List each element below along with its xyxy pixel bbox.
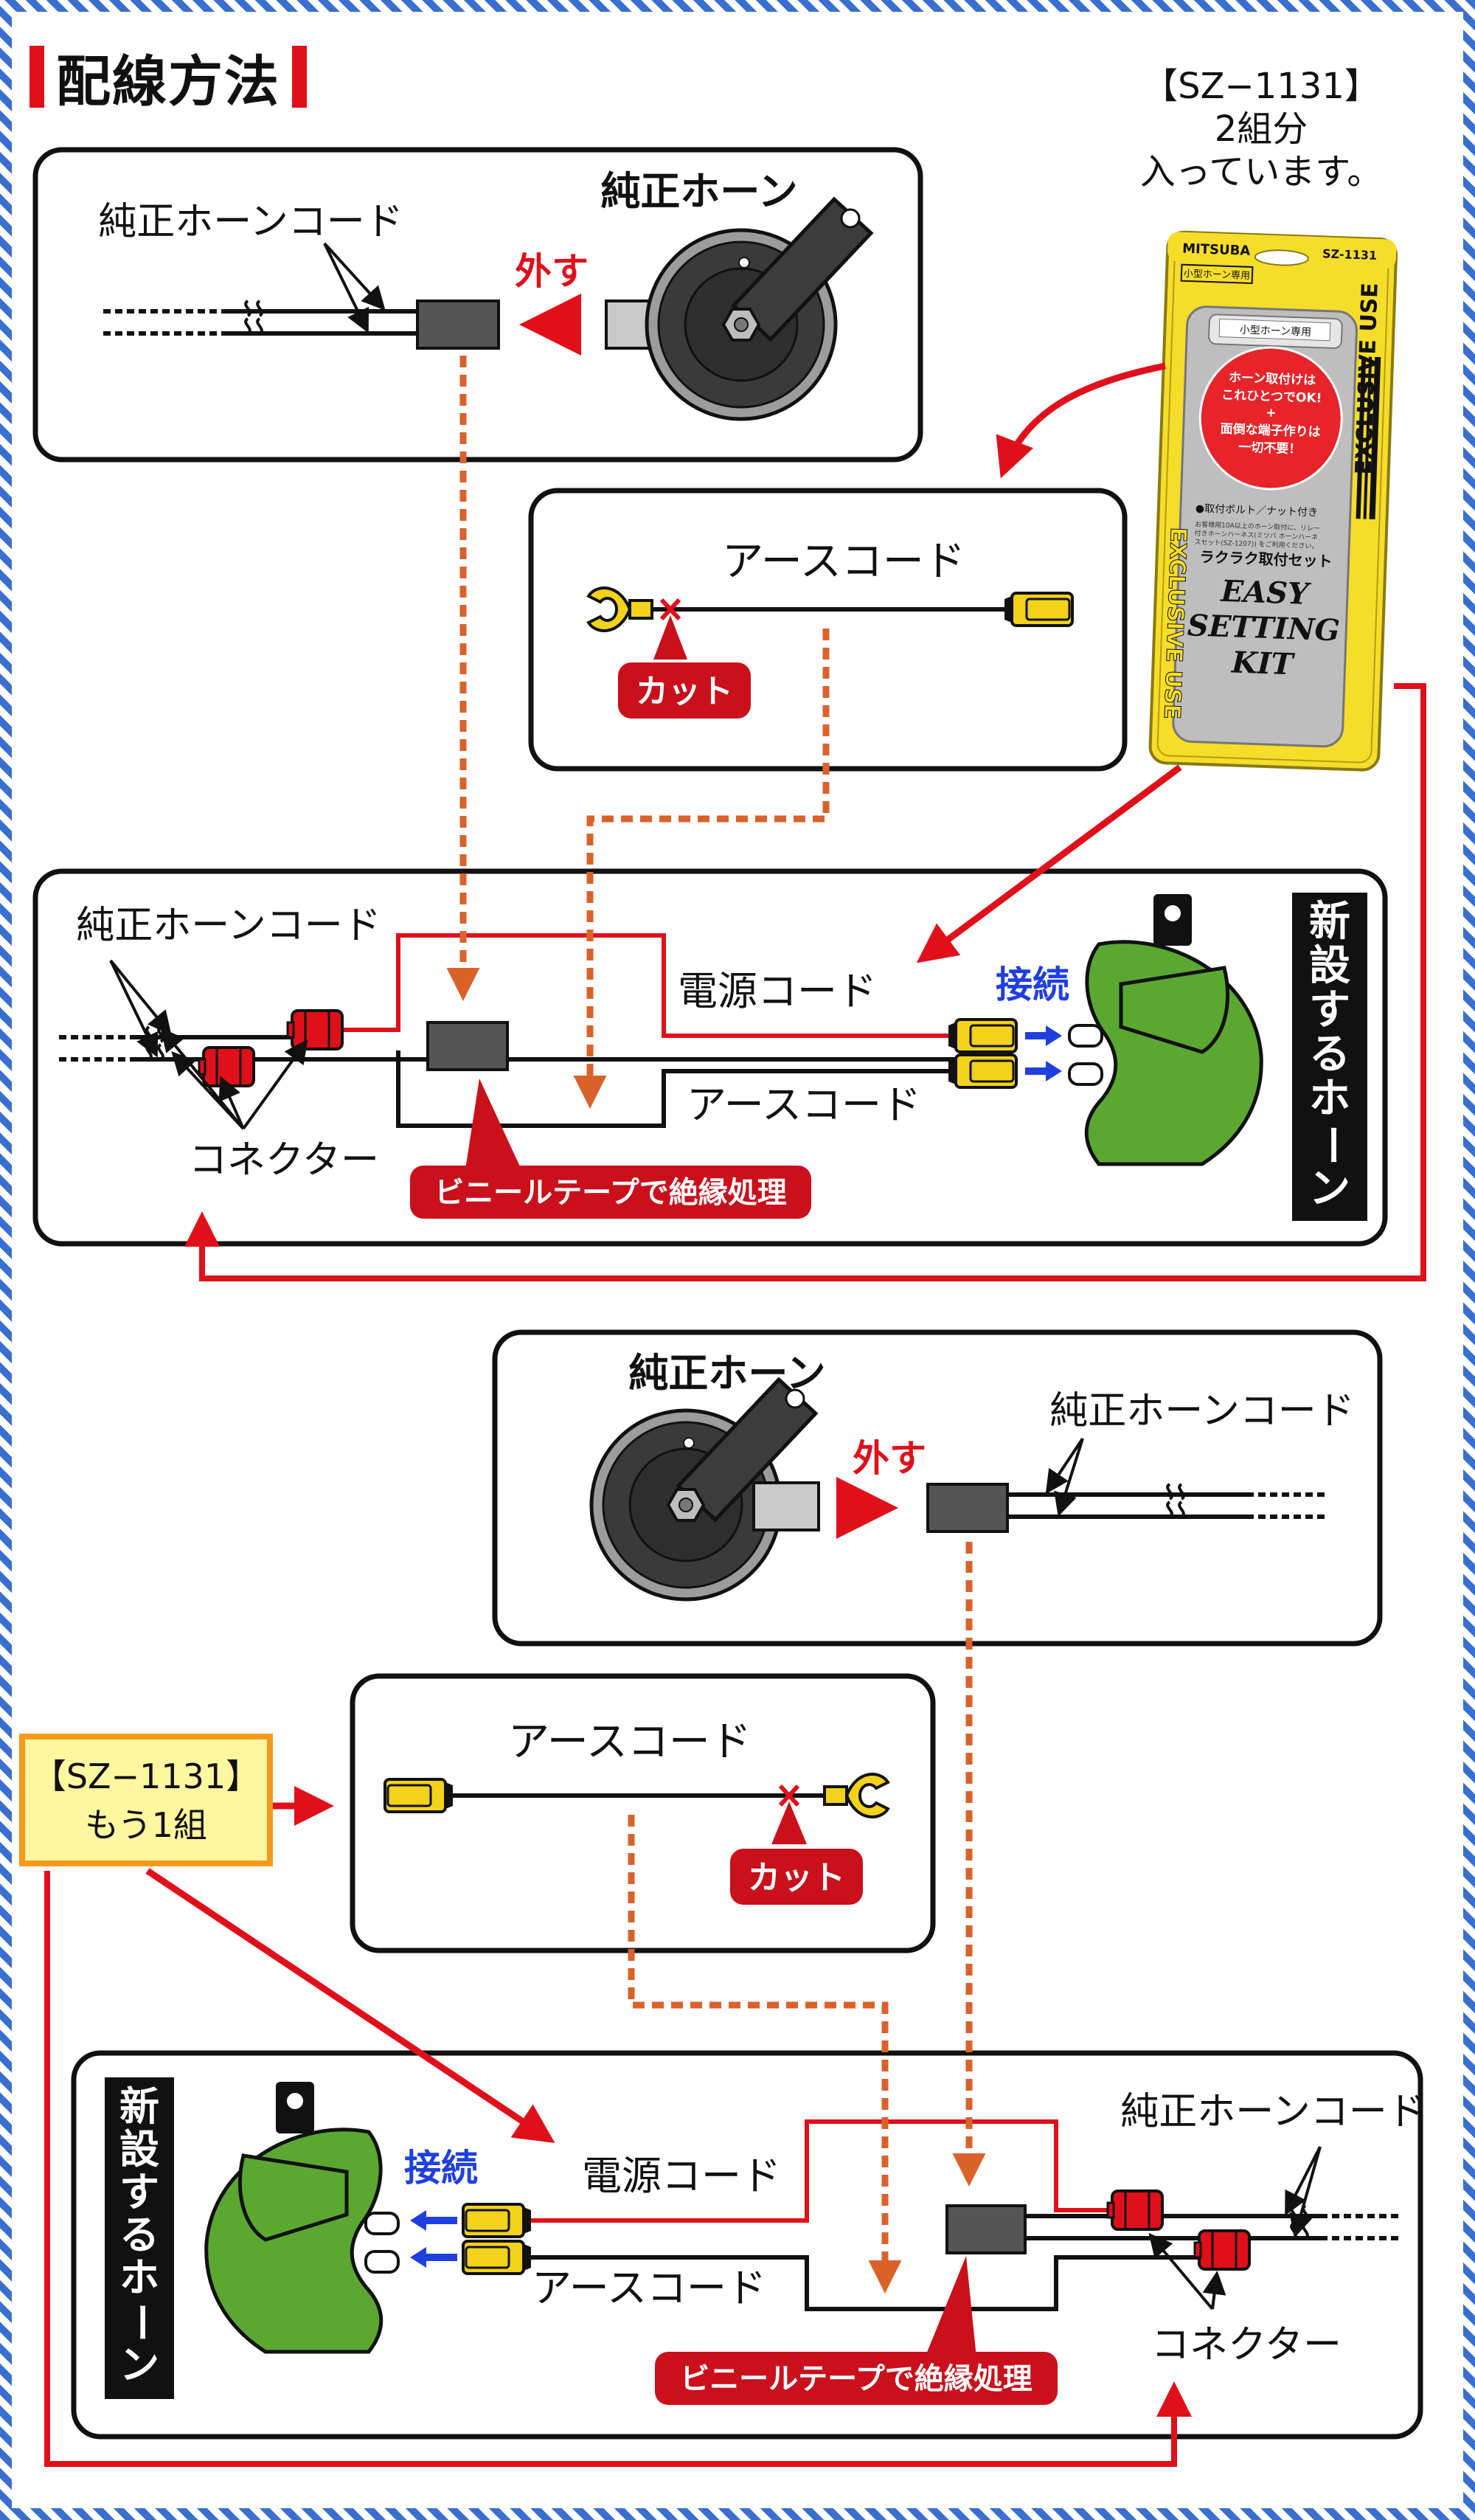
insulate-label: ビニールテープで絶縁処理 [434,1176,787,1210]
connector-icon-2 [1193,2229,1251,2271]
panel-new-horn-top: 新 設 す る ホ ー ン ビニールテープで絶縁処理 純正ホーンコード コネクタ… [32,868,1388,1247]
kit-header: 【SZ−1131】 2組分 入っています。 [1106,65,1416,193]
package-side-text-2: EXCLUSIVE USE [1159,527,1191,719]
new-horn-vertical-badge-2 [105,2077,174,2399]
power-cord-label: 電源コード [678,968,877,1014]
page-title: 配線方法 [30,43,307,114]
package-name-en-3: KIT [1230,645,1296,682]
oem-cord-label-2: 純正ホーンコード [76,904,381,948]
remove-label: 外す [515,250,589,293]
new-horn-char-b4: る [119,2212,159,2258]
new-horn-char-1: 新 [1309,898,1350,946]
new-horn-char-7: ン [1309,1165,1350,1213]
earth-cord-label-2: アースコード [687,1081,921,1128]
product-package: MITSUBA SZ-1131 小型ホーン専用 小型ホーン専用 ホーン取付けは … [1148,230,1398,772]
connect-label: 接続 [996,963,1069,1006]
title-bar-left [30,46,44,108]
title-bar-right [292,46,307,108]
cut-badge [618,662,751,719]
package-code: SZ-1131 [1322,246,1378,263]
connector-label: コネクター [189,1138,379,1183]
oem-cord-label-4: 純正ホーンコード [1120,2090,1425,2134]
new-horn-char-b3: す [119,2169,159,2215]
connector-icon-2 [1106,2190,1164,2231]
panel-oem-horn-top: 純正ホーン 純正ホーンコード 外す [32,147,923,463]
connector-icon [198,1046,255,1087]
new-horn-char-6: ー [1308,1124,1356,1166]
package-tag: 小型ホーン専用 [1184,269,1251,282]
power-cord-label-2: 電源コード [582,2153,781,2199]
package-tag-2: 小型ホーン専用 [1239,324,1311,338]
insulate-badge-2 [655,2352,1058,2405]
connect-arrow-icon-2 [410,2247,426,2268]
new-horn-char-5: ホ [1309,1075,1350,1123]
insulate-label-2: ビニールテープで絶縁処理 [680,2362,1032,2396]
package-bolt-note: ●取付ボルト／ナット付き [1195,503,1319,519]
connect-arrow-icon [1046,1025,1062,1046]
new-horn-char-b5: ホ [119,2254,159,2301]
second-set-box: 【SZ−1131】 もう1組 [19,1734,273,1866]
insulate-badge [410,1166,811,1219]
new-horn-vertical-badge [1292,893,1367,1221]
connector-icon [286,1009,344,1050]
package-sticker-4: 面倒な端子作りは [1220,421,1321,440]
new-horn-char-2: 設 [1309,942,1350,990]
package-sticker-5: 一切不要！ [1238,440,1302,457]
new-horn-char-b2: 設 [119,2126,159,2173]
kit-model: 【SZ−1131】 [1142,66,1380,107]
package-name-en-2: SETTING [1187,608,1340,648]
cut-label: カット [636,673,733,710]
new-horn-char-b7: ン [119,2341,159,2388]
oem-cord-label: 純正ホーンコード [98,200,403,244]
earth-cord-label-4: アースコード [532,2265,766,2311]
second-set-line2: もう1組 [85,1805,207,1845]
panel-earth-cord-bottom: カット アースコード [350,1673,936,1953]
title-text: 配線方法 [56,49,280,114]
new-horn-char-b6: ー [118,2302,164,2342]
panel-new-horn-bottom: 新 設 す る ホ ー ン ビニールテープで絶縁処理 電源コード アースコ [71,2050,1426,2440]
connect-arrow-icon-2 [410,2210,426,2231]
package-sticker-1: ホーン取付けは [1229,370,1316,388]
kit-note-line2: 入っています。 [1139,151,1383,193]
connect-arrow-icon [1046,1061,1062,1081]
female-terminal-icon [1003,592,1074,627]
oem-plug-top [416,300,500,350]
panel-oem-horn-bottom: 純正ホーン 純正ホーンコード 外す [492,1329,1383,1647]
oem-cord-label-3: 純正ホーンコード [1049,1389,1354,1433]
package-name-en-1: EASY [1220,574,1312,612]
new-horn-char-4: る [1309,1031,1350,1079]
connect-label-2: 接続 [404,2147,478,2190]
oem-horn-label: 純正ホーン [600,168,797,215]
earth-cord-label-3: アースコード [508,1718,752,1766]
cut-badge-2 [730,1849,863,1905]
kit-note-line1: 2組分 [1214,108,1308,150]
cut-mark-icon-2 [778,1784,800,1807]
package-sticker-3: + [1266,406,1277,420]
package-sticker-2: これひとつでOK! [1221,388,1322,406]
oem-horn-label-2: 純正ホーン [628,1350,825,1396]
cut-label-2: カット [748,1859,845,1897]
second-set-line1: 【SZ−1131】 [32,1756,260,1796]
package-brand: MITSUBA [1182,241,1251,259]
connector-label-2: コネクター [1151,2323,1342,2367]
earth-cord-label: アースコード [722,538,965,586]
new-horn-char-3: す [1309,986,1350,1034]
remove-label-2: 外す [853,1437,926,1480]
cut-mark-icon [659,598,681,621]
new-horn-char-b1: 新 [119,2083,159,2130]
